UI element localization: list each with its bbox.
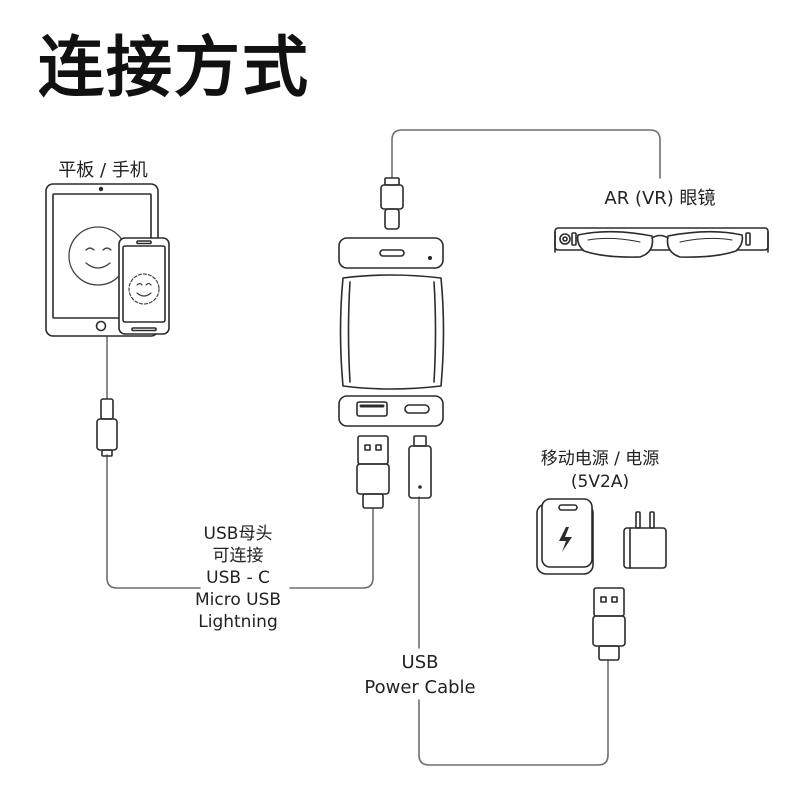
- cables: [106, 129, 661, 766]
- usb-a-plug-icon: [592, 587, 626, 661]
- usb-female-line: Micro USB: [194, 590, 282, 610]
- usb-a-plug-icon: [356, 435, 390, 509]
- lightning-icon: [559, 527, 572, 552]
- usb-female-note: USB母头 可连接 USB - C Micro USB Lightning: [178, 523, 298, 633]
- power-bank-icon: [536, 498, 594, 575]
- usb-power-line: USB: [401, 652, 439, 673]
- cable-tablet-bottom: [106, 454, 201, 589]
- phone-icon: [118, 237, 170, 335]
- page-title: 连接方式: [38, 29, 310, 106]
- power-spec-label: (5V2A): [570, 472, 630, 492]
- usb-female-line: USB母头: [203, 524, 273, 544]
- glasses-label: AR (VR) 眼镜: [604, 188, 716, 209]
- power-source-label: 移动电源 / 电源: [540, 449, 660, 469]
- usb-power-line: Power Cable: [364, 677, 476, 698]
- usb-power-cable-note: USB Power Cable: [360, 650, 480, 700]
- cable-usb-a: [289, 507, 374, 589]
- usb-female-line: 可连接: [212, 546, 264, 566]
- cable-power-lower: [418, 659, 609, 766]
- usb-c-plug-icon: [96, 398, 118, 457]
- micro-usb-plug-icon: [408, 435, 432, 499]
- ar-glasses-icon: [554, 227, 769, 258]
- usb-female-line: Lightning: [198, 612, 278, 632]
- usb-female-line: USB - C: [206, 568, 270, 588]
- cable-to-glasses: [391, 129, 661, 179]
- adapter-hub-icon: [338, 237, 445, 427]
- tablet-phone-label: 平板 / 手机: [58, 160, 148, 181]
- wall-charger-icon: [623, 511, 667, 569]
- usb-c-plug-icon: [380, 177, 404, 230]
